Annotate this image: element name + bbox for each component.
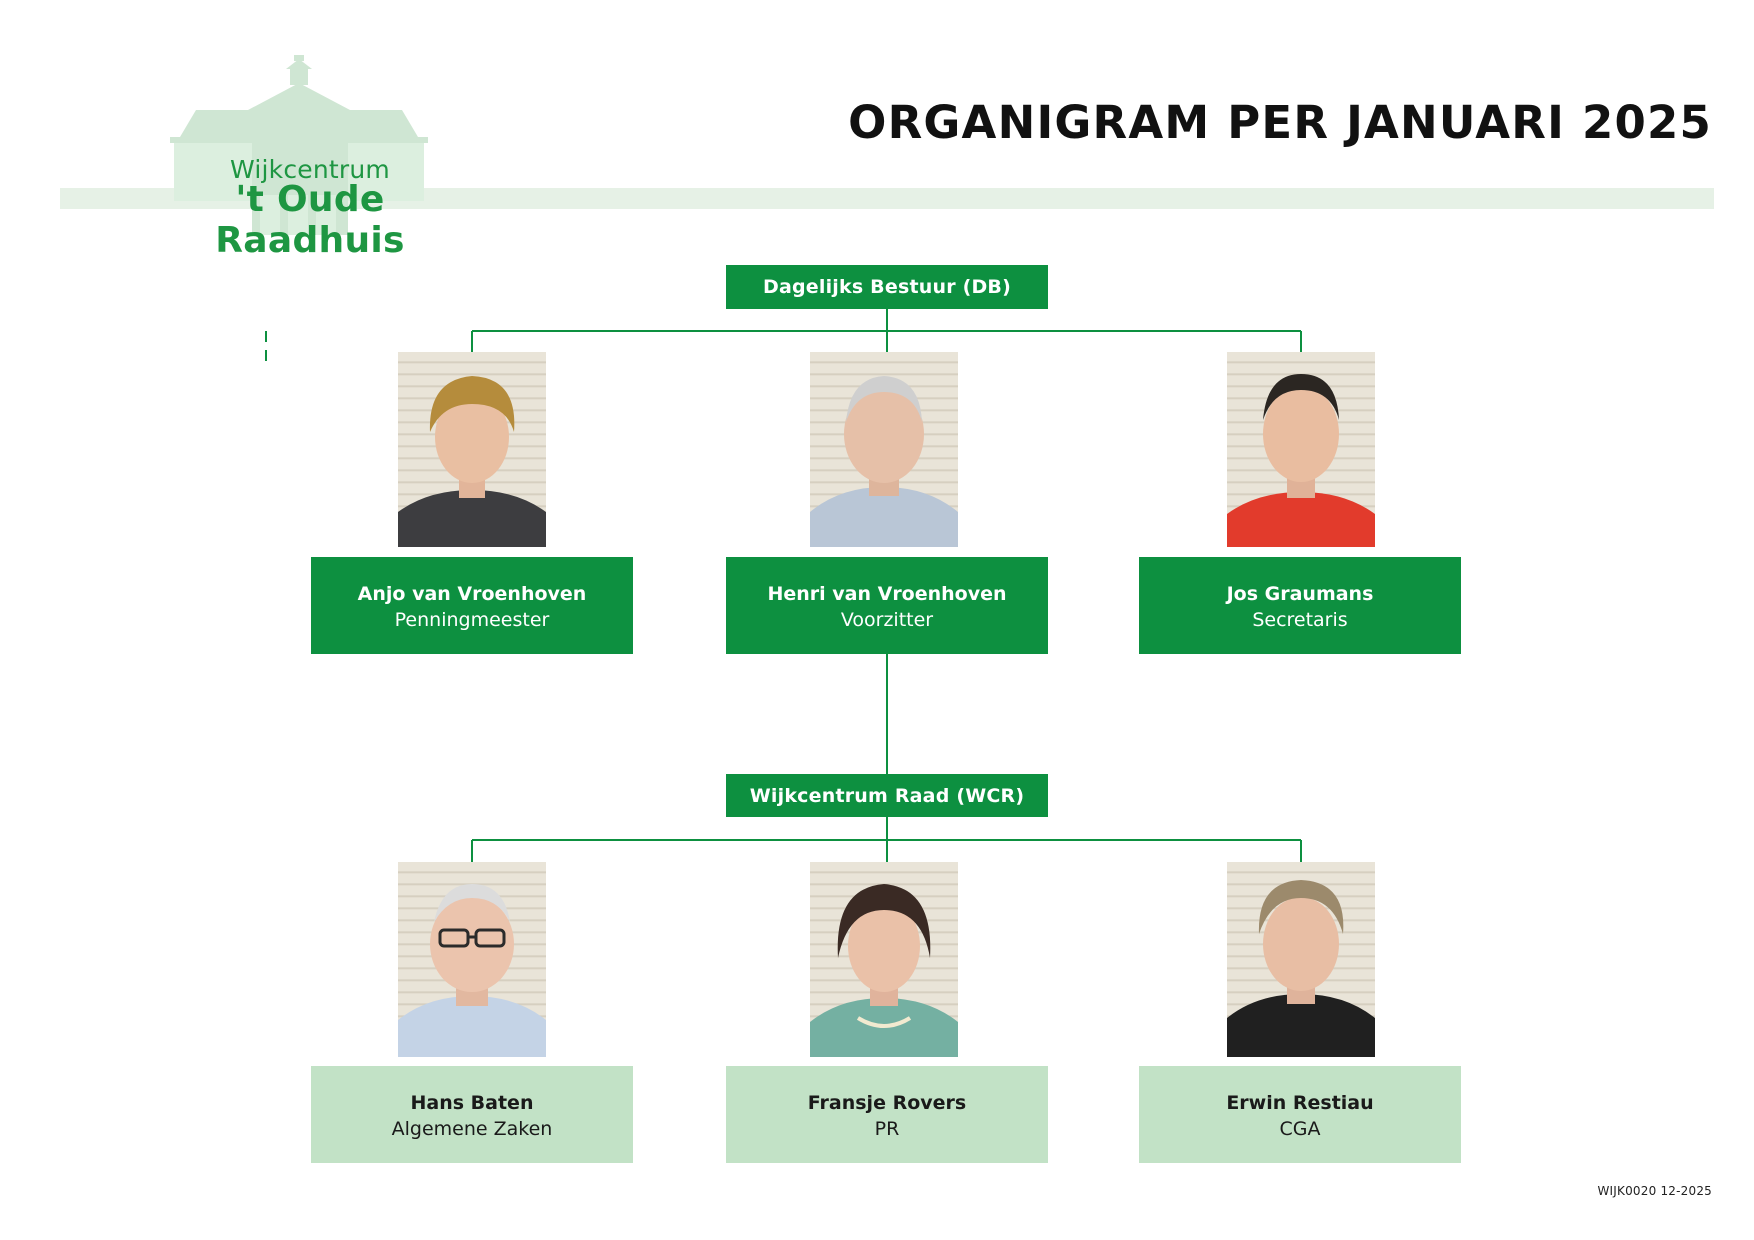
logo-name: 't Oude Raadhuis xyxy=(215,179,405,261)
member-name: Anjo van Vroenhoven xyxy=(357,582,587,605)
council-member-2: Fransje Rovers PR xyxy=(726,1066,1048,1163)
photo-council-member-2 xyxy=(810,862,958,1057)
member-name: Jos Graumans xyxy=(1226,582,1374,605)
board-member-2: Henri van Vroenhoven Voorzitter xyxy=(726,557,1048,654)
town-hall-icon xyxy=(170,55,428,235)
member-role: Penningmeester xyxy=(394,608,550,631)
member-name: Henri van Vroenhoven xyxy=(767,582,1007,605)
member-role: CGA xyxy=(1279,1117,1321,1140)
council-member-3: Erwin Restiau CGA xyxy=(1139,1066,1461,1163)
node-dagelijks-bestuur: Dagelijks Bestuur (DB) xyxy=(726,265,1048,309)
member-role: Algemene Zaken xyxy=(391,1117,553,1140)
logo: Wijkcentrum 't Oude Raadhuis xyxy=(140,55,480,261)
page-title: ORGANIGRAM PER JANUARI 2025 xyxy=(848,96,1712,149)
header-band xyxy=(60,188,1714,209)
member-role: PR xyxy=(874,1117,900,1140)
council-member-1: Hans Baten Algemene Zaken xyxy=(311,1066,633,1163)
document-code: WIJK0020 12-2025 xyxy=(1597,1184,1712,1198)
photo-board-member-1 xyxy=(398,352,546,547)
photo-board-member-2 xyxy=(810,352,958,547)
board-member-1: Anjo van Vroenhoven Penningmeester xyxy=(311,557,633,654)
member-name: Fransje Rovers xyxy=(807,1091,967,1114)
member-name: Hans Baten xyxy=(410,1091,534,1114)
photo-council-member-3 xyxy=(1227,862,1375,1057)
photo-council-member-1 xyxy=(398,862,546,1057)
photo-board-member-3 xyxy=(1227,352,1375,547)
member-role: Secretaris xyxy=(1252,608,1348,631)
member-name: Erwin Restiau xyxy=(1226,1091,1374,1114)
node-wijkcentrum-raad: Wijkcentrum Raad (WCR) xyxy=(726,774,1048,817)
logo-subtitle: Wijkcentrum xyxy=(230,155,390,184)
board-member-3: Jos Graumans Secretaris xyxy=(1139,557,1461,654)
member-role: Voorzitter xyxy=(840,608,934,631)
